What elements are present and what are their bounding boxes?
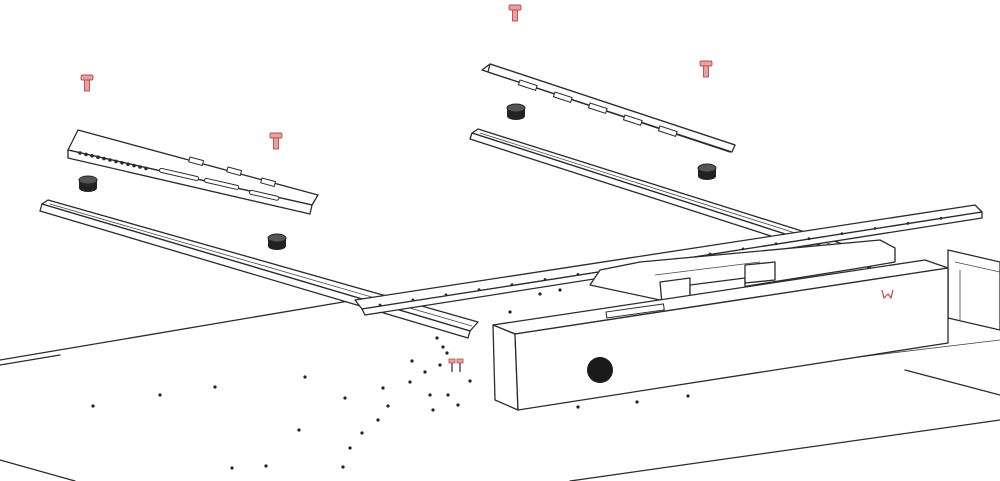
drill-hole	[348, 446, 352, 450]
drill-hole	[381, 386, 385, 390]
control-box	[492, 259, 949, 411]
side-rail-right	[469, 128, 879, 269]
drill-hole	[456, 403, 460, 407]
drill-hole	[303, 375, 307, 379]
mounting-bracket-right	[481, 63, 736, 153]
screws	[80, 4, 713, 150]
mounting-plate	[589, 239, 896, 305]
drill-hole	[341, 465, 345, 469]
drill-hole	[558, 288, 562, 292]
drill-hole	[635, 400, 639, 404]
power-socket-icon	[587, 357, 613, 383]
drill-hole	[410, 359, 414, 363]
drill-hole	[264, 464, 268, 468]
drill-hole	[441, 345, 445, 349]
drill-hole	[538, 292, 542, 296]
drill-hole	[297, 428, 301, 432]
drill-hole	[423, 370, 427, 374]
drill-hole	[686, 394, 690, 398]
drill-hole	[446, 393, 450, 397]
mounting-bracket-left	[67, 129, 319, 215]
rubber-foot	[697, 163, 717, 180]
screw	[269, 132, 283, 150]
drill-hole	[360, 431, 364, 435]
drill-hole	[435, 336, 439, 340]
side-rail-left	[39, 199, 479, 339]
side-frame	[947, 249, 1000, 331]
drill-hole	[91, 404, 95, 408]
screw	[508, 4, 522, 22]
drill-hole	[508, 310, 512, 314]
rubber-foot	[506, 103, 526, 120]
drill-hole	[343, 396, 347, 400]
drill-hole	[576, 405, 580, 409]
small-screws	[448, 358, 464, 372]
drill-hole	[213, 385, 217, 389]
rubber-foot	[78, 175, 98, 192]
drill-hole	[438, 363, 442, 367]
drill-hole	[408, 380, 412, 384]
drill-hole	[445, 351, 449, 355]
drill-hole	[431, 408, 435, 412]
warning-label-icon	[881, 289, 894, 300]
drill-hole	[428, 393, 432, 397]
drill-holes	[91, 255, 852, 470]
rubber-feet	[78, 103, 717, 250]
drill-hole	[386, 404, 390, 408]
drill-hole	[376, 418, 380, 422]
screw	[699, 60, 713, 78]
screw	[80, 74, 94, 92]
rubber-foot	[267, 233, 287, 250]
drill-hole	[230, 466, 234, 470]
drill-hole	[158, 393, 162, 397]
drill-hole	[468, 379, 472, 383]
